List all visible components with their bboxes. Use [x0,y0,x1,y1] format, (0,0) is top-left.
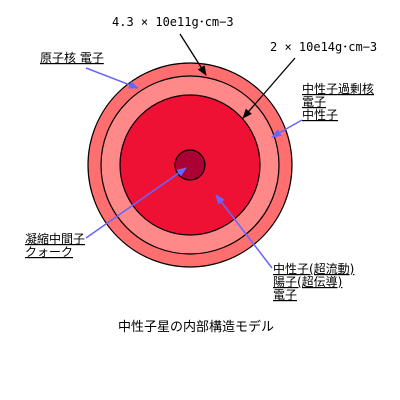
crust-arrow [85,67,139,89]
inner-core-layer [174,149,206,181]
inner-crust-arrow [271,119,303,138]
diagram-title: 中性子星の内部構造モデル [118,319,274,335]
outer-core-label-line3: 電子 [273,288,297,302]
core-label-line2: クォーク [25,245,73,259]
density-inner-arrow [242,57,296,119]
density-inner-label: 2 × 10e14g･cm−3 [270,40,377,54]
outer-core-arrow [215,194,273,269]
density-outer-label: 4.3 × 10e11g･cm−3 [112,15,234,29]
outer-core-label-line1: 中性子(超流動) [273,261,354,276]
crust-label: 原子核 電子 [40,51,104,65]
inner-crust-label-line1: 中性子過剰核 [302,81,374,96]
density-outer-arrow [179,33,207,76]
core-arrow [85,167,187,239]
outer-core-label-line2: 陽子(超伝導) [273,274,342,289]
inner-crust-label-line3: 中性子 [302,107,338,122]
inner-crust-label-line2: 電子 [302,95,326,109]
core-label-line1: 凝縮中間子 [25,231,85,246]
